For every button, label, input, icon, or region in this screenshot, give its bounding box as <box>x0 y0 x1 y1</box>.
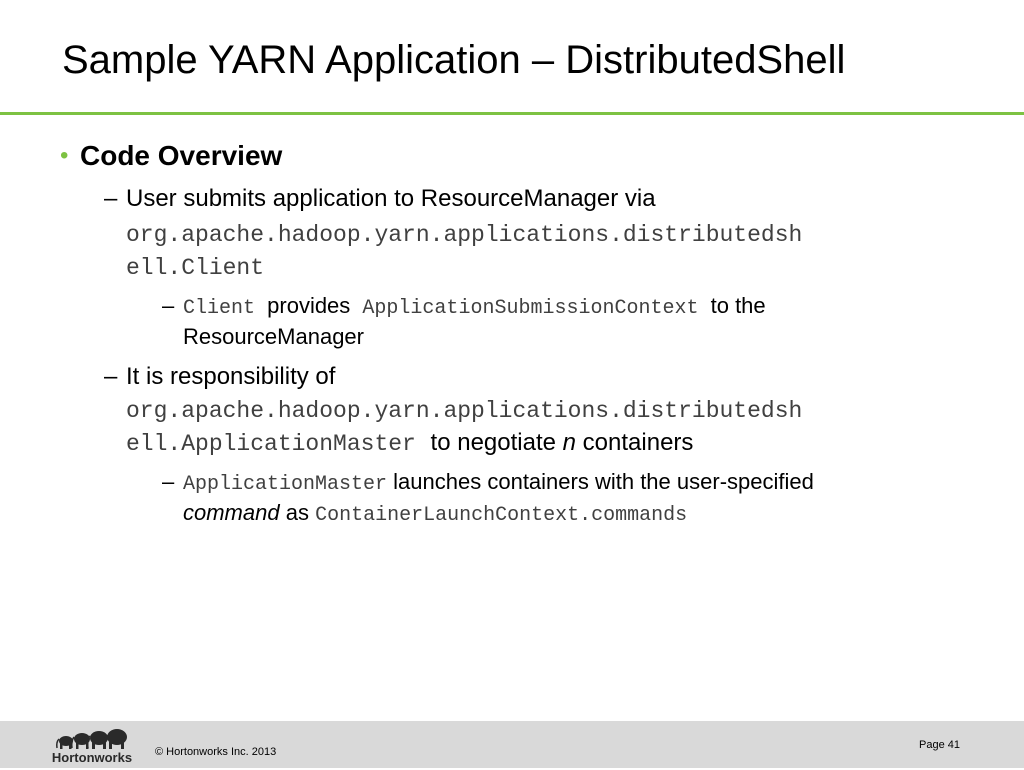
item1-sub-to-the: to the <box>710 293 766 318</box>
item2-code-line1: org.apache.hadoop.yarn.applications.dist… <box>126 395 802 426</box>
item2-to-negotiate: to negotiate <box>430 429 556 456</box>
code-text: ApplicationMaster <box>183 473 388 496</box>
code-text: org.apache.hadoop.yarn.applications.dist… <box>126 222 803 248</box>
elephant-herd-icon: Hortonworks <box>52 729 132 765</box>
code-text: ContainerLaunchContext.commands <box>315 504 688 527</box>
slide-title: Sample YARN Application – DistributedShe… <box>62 38 846 82</box>
hortonworks-logo: Hortonworks <box>50 727 134 765</box>
item1-code-line2: ell.Client <box>126 252 264 283</box>
dash-icon: – <box>162 293 175 318</box>
bullet-icon: • <box>60 142 69 169</box>
item2-containers: containers <box>582 429 694 456</box>
section-heading: Code Overview <box>80 140 283 171</box>
copyright-text: © Hortonworks Inc. 2013 <box>155 746 277 758</box>
item2-sub-line2: command as ContainerLaunchContext.comman… <box>183 499 687 530</box>
item2-n: n <box>562 429 576 456</box>
code-text: ApplicationSubmissionContext <box>362 297 699 320</box>
item1-code-line1: org.apache.hadoop.yarn.applications.dist… <box>126 219 802 250</box>
code-text: Client <box>183 297 256 320</box>
item2-sub-line1: ApplicationMaster launches containers wi… <box>183 468 814 499</box>
dash-icon: – <box>162 469 175 494</box>
dash-icon: – <box>104 185 118 212</box>
item2-sub-command: command <box>183 500 280 525</box>
item2-sub-launches: launches containers with the user-specif… <box>393 469 814 494</box>
item1-sub-line2: ResourceManager <box>183 324 364 349</box>
item2-sub-as: as <box>285 500 309 525</box>
item1-text: User submits application to ResourceMana… <box>126 185 656 212</box>
logo-text: Hortonworks <box>52 750 132 765</box>
item1-sub-line1: Client provides ApplicationSubmissionCon… <box>183 292 766 323</box>
code-text: ell.Client <box>126 255 265 281</box>
page-number: Page 41 <box>919 739 960 751</box>
code-text: org.apache.hadoop.yarn.applications.dist… <box>126 398 803 424</box>
item1-sub-provides: provides <box>267 293 351 318</box>
item2-text: It is responsibility of <box>126 363 336 390</box>
footer-bar <box>0 721 1024 768</box>
code-text: ell.ApplicationMaster <box>126 431 416 457</box>
title-divider <box>0 112 1024 115</box>
item2-code-line2: ell.ApplicationMaster to negotiate n con… <box>126 428 693 459</box>
dash-icon: – <box>104 363 118 390</box>
